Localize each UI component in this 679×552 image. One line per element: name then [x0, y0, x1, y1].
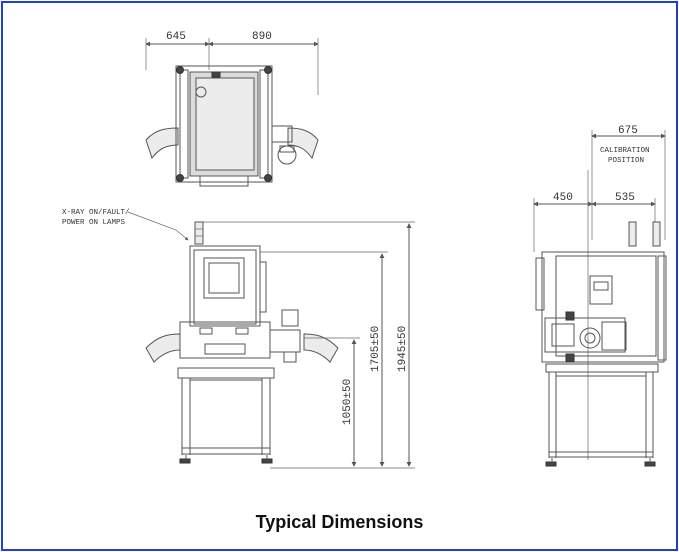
calibration-label-line2: POSITION	[608, 157, 644, 165]
height-total: 1945±50	[397, 326, 409, 372]
top-dim-right: 890	[252, 31, 272, 43]
calibration-label-line1: CALIBRATION	[600, 147, 650, 155]
front-view: X-RAY ON/FAULT/ POWER ON LAMPS	[62, 209, 415, 469]
top-view: 645 890	[145, 31, 319, 187]
side-view: 675 CALIBRATION POSITION 450 535	[533, 125, 667, 467]
diagram-caption: Typical Dimensions	[255, 512, 424, 532]
height-conveyor: 1050±50	[342, 379, 354, 425]
side-dim-left: 450	[553, 192, 573, 204]
lamps-label-line2: POWER ON LAMPS	[62, 219, 126, 227]
lamps-label-line1: X-RAY ON/FAULT/	[62, 209, 130, 217]
side-dim-right: 535	[615, 192, 635, 204]
height-cabinet: 1705±50	[370, 326, 382, 372]
side-dim-calibration: 675	[618, 125, 638, 137]
top-dim-left: 645	[166, 31, 186, 43]
